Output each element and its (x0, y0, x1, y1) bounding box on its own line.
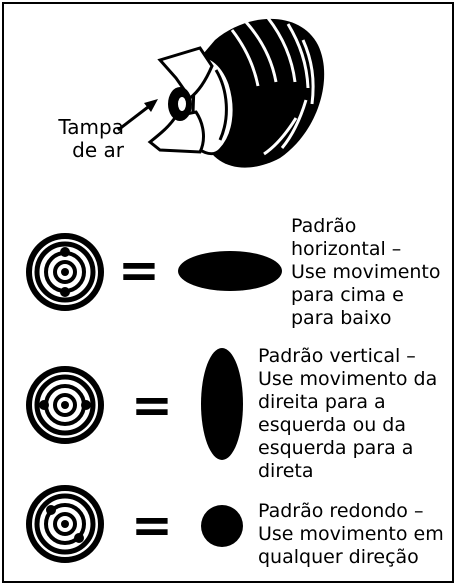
air-cap-horn-right (147, 110, 205, 154)
spray-pattern-horizontal-shape (178, 251, 282, 291)
spray-pattern-round-shape (201, 505, 243, 547)
air-cap-icon-horizontal (26, 233, 104, 311)
nozzle-illustration (117, 17, 325, 168)
callout-arrowhead (144, 99, 158, 112)
pattern-vertical-description: Padrão vertical – Use movimento da direi… (258, 345, 438, 482)
air-cap-callout-label: Tampa de ar (58, 115, 124, 162)
spray-pattern-vertical-shape (201, 348, 243, 460)
pattern-horizontal-description: Padrão horizontal – Use movimento para c… (291, 215, 441, 329)
equals-sign-horizontal: = (118, 241, 160, 299)
pattern-round-description: Padrão redondo – Use movimento em qualqu… (258, 500, 444, 568)
equals-sign-vertical: = (131, 376, 173, 434)
air-cap-icon-vertical (26, 366, 104, 444)
callout-arrow-line (117, 102, 153, 132)
air-cap-icon-round (26, 485, 104, 563)
knurl-ridges (230, 17, 315, 156)
equals-sign-round: = (131, 496, 173, 554)
